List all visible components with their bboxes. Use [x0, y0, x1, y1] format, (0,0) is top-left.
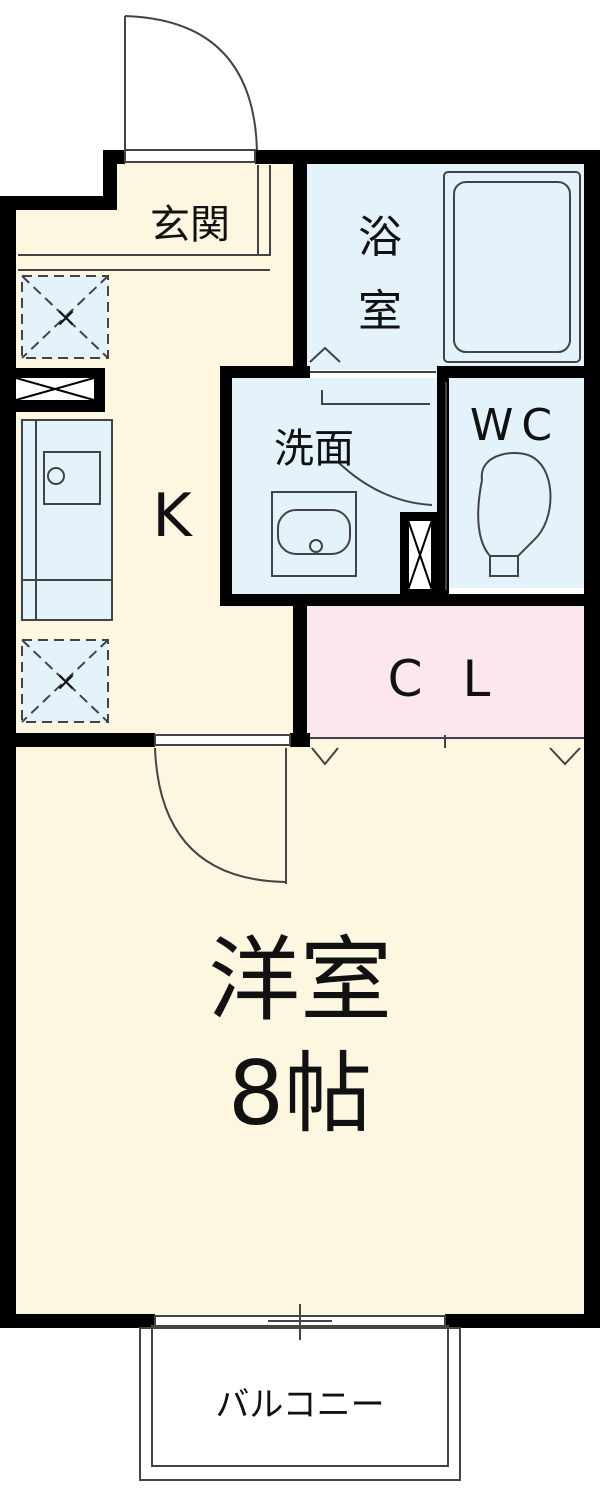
bath-label-1: 浴	[358, 212, 402, 263]
duct-box	[400, 512, 440, 598]
kitchen-label: K	[152, 481, 193, 551]
western-room-floor	[14, 740, 584, 1315]
vent-mark-bottom: ×	[55, 667, 77, 697]
toilet-floor	[448, 378, 584, 588]
closet-label: C L	[388, 650, 503, 708]
vent-mark-top: ×	[55, 303, 77, 333]
kitchen-counter	[20, 420, 112, 620]
bath-floor	[300, 160, 584, 370]
balcony-label: バルコニー	[215, 1385, 384, 1425]
bath-label-2: 室	[358, 286, 402, 337]
toilet-label: WC	[470, 400, 560, 451]
labels: 玄関 浴 室 洗面 WC K C L 洋室 8帖 バルコニー × ×	[55, 202, 560, 1425]
closet-floor	[306, 598, 584, 740]
interior-lines	[18, 15, 584, 1481]
western-room-label: 洋室	[208, 927, 392, 1034]
washroom-label: 洗面	[274, 426, 354, 472]
western-room-size: 8帖	[228, 1042, 372, 1145]
entrance-label: 玄関	[150, 202, 230, 248]
wall-vent	[15, 377, 95, 401]
